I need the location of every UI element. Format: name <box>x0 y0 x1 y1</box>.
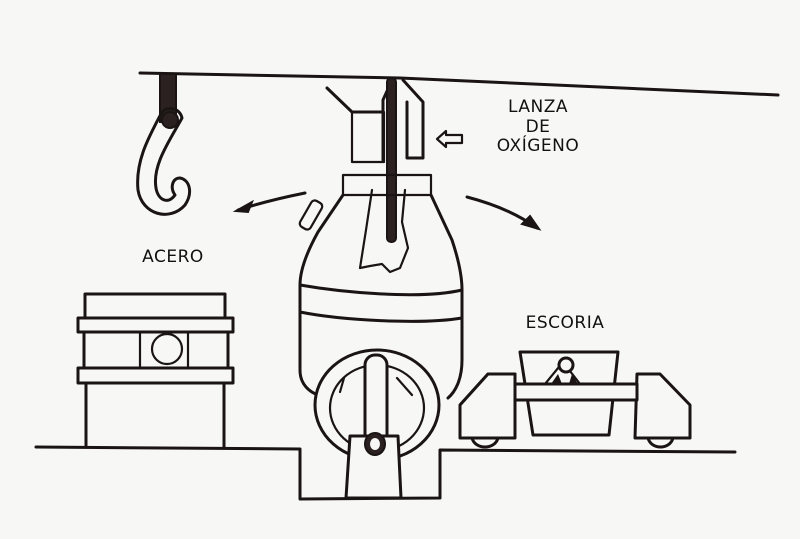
lanza-label-line-3: OXÍGENO <box>496 136 580 157</box>
trunnion-pivot <box>313 348 441 500</box>
lance-hood <box>325 78 425 164</box>
oxygen-lance <box>386 77 397 243</box>
steel-ladle <box>76 292 235 449</box>
slag-cart <box>458 350 692 449</box>
converter-vessel <box>298 173 464 400</box>
lance-pointer-arrow <box>435 129 464 149</box>
tilt-left-arrow <box>232 191 307 214</box>
lanza-label-line-2: DE <box>525 116 551 137</box>
lanza-de-oxigeno-label: LANZA DE OXÍGENO <box>478 97 598 157</box>
tilt-right-arrow <box>465 195 542 231</box>
crane-hook <box>136 73 192 216</box>
escoria-label: ESCORIA <box>525 313 605 333</box>
acero-label: ACERO <box>142 247 204 267</box>
overhead-beam <box>138 71 780 97</box>
lanza-label-line-1: LANZA <box>508 97 568 117</box>
